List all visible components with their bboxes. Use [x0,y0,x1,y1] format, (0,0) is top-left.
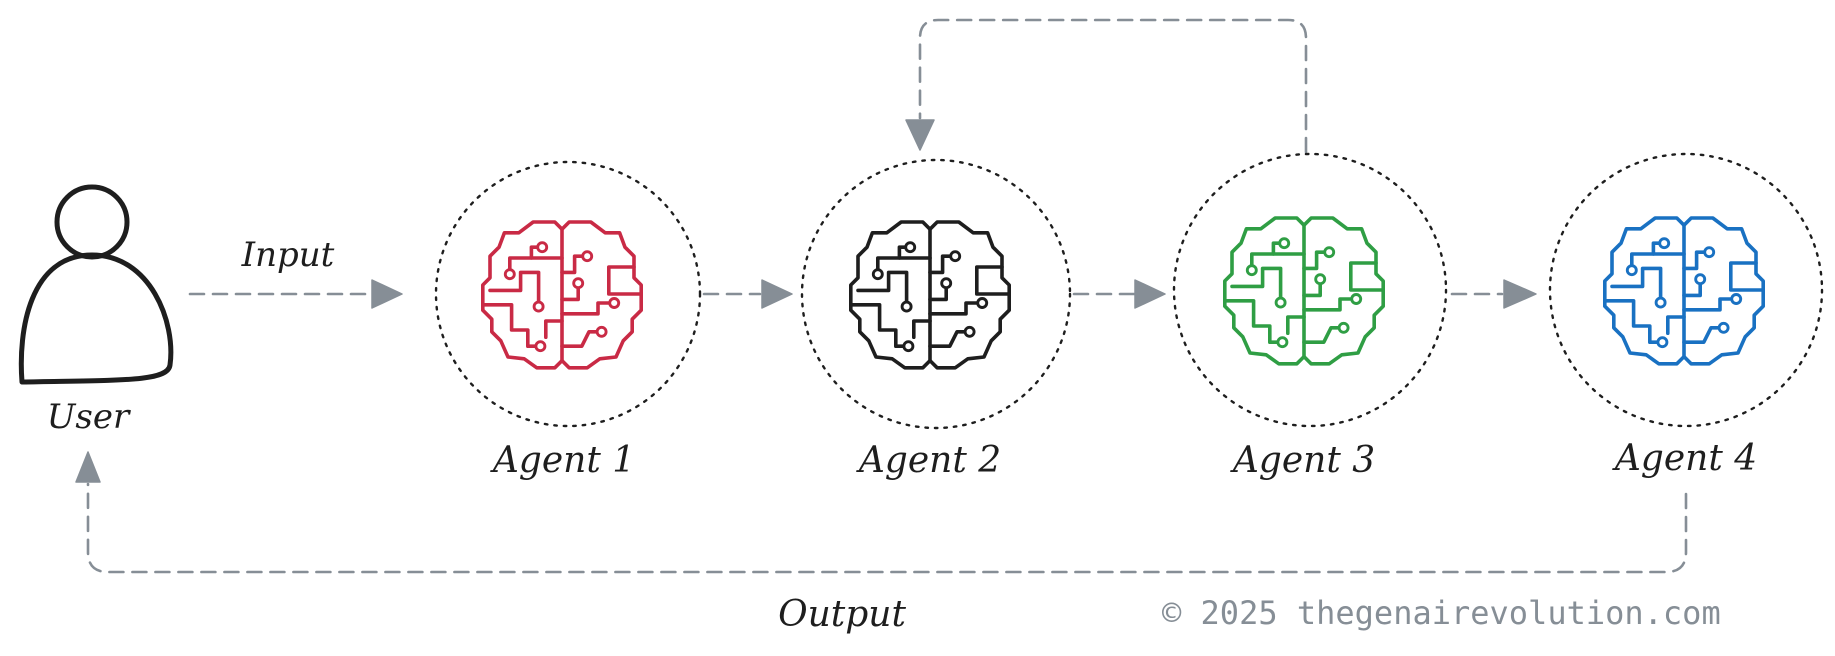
user-node: User [18,184,174,437]
credit-text: © 2025 thegenairevolution.com [1162,594,1721,632]
agent-3-node: Agent 3 [1172,152,1448,481]
agent-1-node: Agent 1 [434,160,702,481]
agent-4-label: Agent 4 [1612,438,1757,479]
agent-4-ring [1548,152,1824,428]
brain-circuit-icon [480,220,644,370]
agent-2-node: Agent 2 [800,158,1072,481]
user-label: User [47,397,131,437]
flow-arrows [75,18,1688,574]
arrowhead-agent4 [1503,279,1537,309]
agent-2-ring [800,158,1072,430]
agent-1-label: Agent 1 [490,440,635,481]
output-arrow-line [86,482,1688,574]
loop-arrow-agent3-agent2 [918,18,1308,154]
input-label: Input [241,235,335,275]
agent-3-label: Agent 3 [1230,440,1375,481]
input-arrowhead [371,279,403,309]
loop-arrowhead-agent2 [905,119,935,151]
output-arrowhead-user [75,451,101,483]
brain-circuit-icon [848,220,1012,370]
arrowhead-agent3 [1134,279,1166,309]
user-icon [18,184,174,385]
brain-circuit-icon [1223,216,1385,366]
agent-1-ring [434,160,702,428]
agent-3-ring [1172,152,1448,428]
arrowhead-agent2 [761,279,793,309]
output-label: Output [778,594,906,635]
agent-2-label: Agent 2 [856,440,1001,481]
agent-4-node: Agent 4 [1548,152,1824,479]
brain-circuit-icon [1603,216,1765,366]
